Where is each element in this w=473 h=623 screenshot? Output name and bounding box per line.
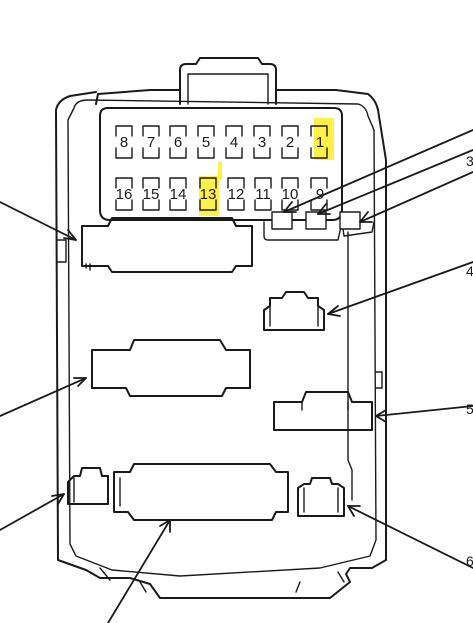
callout-relay: 3 xyxy=(466,153,473,169)
fuse-number: 9 xyxy=(316,186,324,203)
fuse-slot: 11 xyxy=(254,177,272,211)
fuse-number: 16 xyxy=(116,186,133,203)
fuse-slot: 6 xyxy=(169,125,187,159)
fuse-slot: 7 xyxy=(142,125,160,159)
arrow-to-relay-b xyxy=(317,149,473,215)
fuse-slot: 12 xyxy=(227,177,245,211)
fuse-number: 6 xyxy=(174,134,182,151)
callout-connector-bottom: 6 xyxy=(466,553,473,569)
fuse-13-mark xyxy=(218,162,222,180)
fuse-slot: 13 xyxy=(199,177,217,211)
relay-a xyxy=(271,211,293,230)
fuse-number: 7 xyxy=(147,134,155,151)
fuse-slot: 5 xyxy=(197,125,215,159)
fuse-13-highlight xyxy=(199,176,219,216)
fuse-slot: 3 xyxy=(253,125,271,159)
connector-upper-left xyxy=(81,217,253,273)
connector-right-wide xyxy=(273,391,373,431)
arrow-to-bottom-wide-connector xyxy=(107,519,171,623)
arrow-to-middle-left-connector xyxy=(0,377,87,417)
fuse-number: 12 xyxy=(228,186,245,203)
fuse-number: 5 xyxy=(202,134,210,151)
fuse-number: 15 xyxy=(143,186,160,203)
fuse-box-housing xyxy=(55,57,387,599)
fuse-1-highlight xyxy=(314,118,334,160)
connector-bottom-wide xyxy=(113,463,289,521)
arrow-to-small-right-connector xyxy=(327,261,473,315)
arrow-to-bottom-left-connector xyxy=(0,493,65,531)
fuse-number: 10 xyxy=(282,186,299,203)
fuse-number: 11 xyxy=(255,186,271,203)
fuse-slot: 15 xyxy=(142,177,160,211)
arrow-to-upper-left-connector xyxy=(0,201,77,241)
arrow-to-right-wide-connector xyxy=(375,405,473,417)
connector-bottom-right xyxy=(297,477,345,517)
connector-bottom-left xyxy=(67,467,109,505)
fuse-slot: 8 xyxy=(115,125,133,159)
fuse-number: 1 xyxy=(316,134,324,151)
fuse-row-bottom: 16 15 14 13 12 11 10 9 xyxy=(115,177,328,211)
fuse-number: 2 xyxy=(286,134,294,151)
leader-lines xyxy=(0,129,473,623)
arrow-to-relay-c xyxy=(359,171,473,223)
fuse-number: 13 xyxy=(200,186,217,203)
callout-connector-mid: 4 xyxy=(466,263,473,279)
fuse-number: 8 xyxy=(120,134,128,151)
fuse-slot: 16 xyxy=(115,177,133,211)
fuse-row-top: 8 7 6 5 4 3 2 1 xyxy=(115,125,328,159)
callout-connector-right: 5 xyxy=(466,401,473,417)
inner-rail xyxy=(347,231,353,501)
relay-panel xyxy=(263,211,375,241)
fuse-slot: 14 xyxy=(169,177,187,211)
fuse-slot: 2 xyxy=(281,125,299,159)
fuse-number: 4 xyxy=(230,134,238,151)
fuse-panel xyxy=(99,107,343,221)
fuse-slot: 9 xyxy=(310,177,328,211)
arrow-to-relay-a xyxy=(283,129,473,213)
relay-b xyxy=(305,211,327,230)
fuse-slot: 4 xyxy=(225,125,243,159)
relay-c xyxy=(339,211,361,230)
fuse-number: 14 xyxy=(170,186,187,203)
fuse-slot: 1 xyxy=(310,125,328,159)
arrow-to-bottom-right-connector xyxy=(347,505,473,569)
connector-small-right xyxy=(263,291,325,331)
fuse-number: 3 xyxy=(258,134,266,151)
edge-callouts: 3 4 5 6 xyxy=(466,153,473,569)
connector-middle-left xyxy=(91,339,251,397)
